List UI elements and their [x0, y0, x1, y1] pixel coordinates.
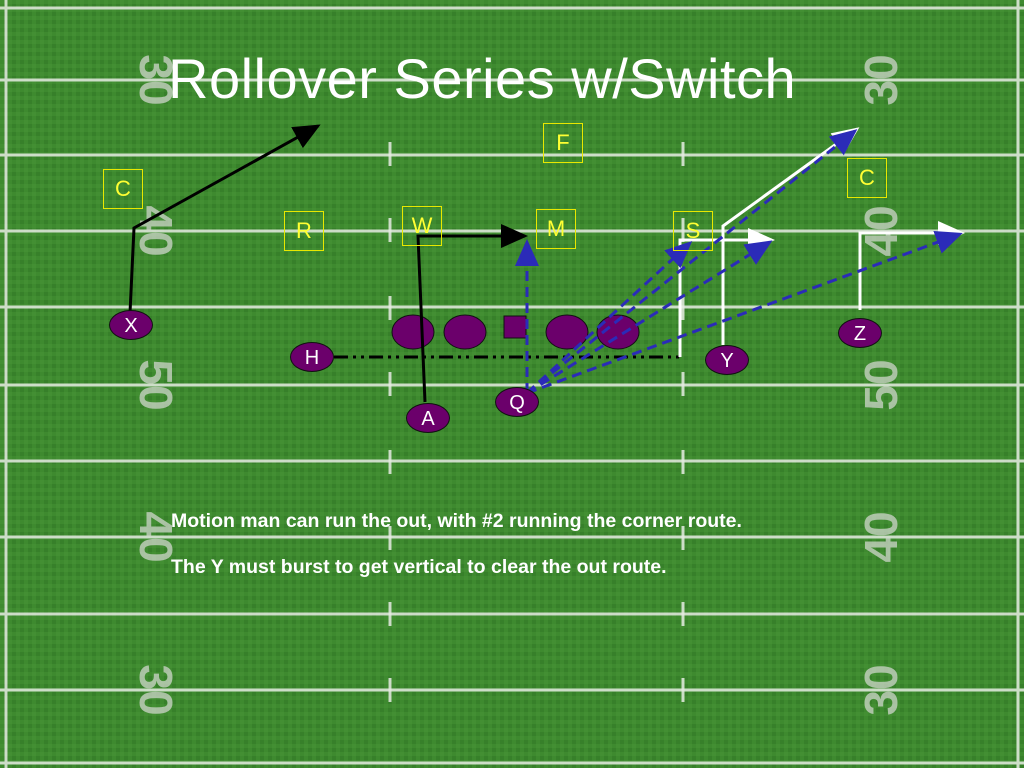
- defender-s: S: [673, 211, 713, 251]
- defender-r: R: [284, 211, 324, 251]
- yard-number: 30: [855, 664, 907, 715]
- yard-number: 50: [130, 359, 182, 410]
- defender-c-left: C: [103, 169, 143, 209]
- route-y-corner: [721, 127, 860, 345]
- player-q: Q: [495, 387, 539, 417]
- player-z: Z: [838, 318, 882, 348]
- center-square: [503, 315, 527, 339]
- defender-w: W: [402, 206, 442, 246]
- route-x: [128, 124, 321, 314]
- yard-number: 30: [130, 54, 182, 105]
- lineman: [545, 314, 589, 350]
- yard-number: 40: [130, 205, 182, 256]
- offensive-line: [391, 314, 640, 350]
- yard-number: 40: [855, 511, 907, 562]
- lineman: [443, 314, 487, 350]
- yard-number: 30: [855, 54, 907, 105]
- player-x: X: [109, 310, 153, 340]
- pass-reads: [515, 129, 963, 395]
- route-z-out: [858, 221, 965, 310]
- player-y: Y: [705, 345, 749, 375]
- defender-c-right: C: [847, 158, 887, 198]
- lineman: [596, 314, 640, 350]
- slide-title: Rollover Series w/Switch: [168, 47, 797, 110]
- player-h: H: [290, 342, 334, 372]
- yard-number: 40: [130, 511, 182, 562]
- hash-marks: [388, 142, 685, 702]
- yard-number: 50: [855, 359, 907, 410]
- yard-numbers-left: 30 40 50 40 30: [130, 54, 182, 715]
- yard-numbers-right: 30 40 50 40 30: [855, 54, 907, 715]
- player-a: A: [406, 403, 450, 433]
- route-h-out: [678, 228, 775, 357]
- route-a: [416, 224, 528, 403]
- lineman: [391, 314, 435, 350]
- defender-f: F: [543, 123, 583, 163]
- note-line-1: Motion man can run the out, with #2 runn…: [171, 510, 742, 532]
- yard-number: 40: [855, 205, 907, 256]
- yard-number: 30: [130, 664, 182, 715]
- note-line-2: The Y must burst to get vertical to clea…: [171, 556, 667, 578]
- defender-m: M: [536, 209, 576, 249]
